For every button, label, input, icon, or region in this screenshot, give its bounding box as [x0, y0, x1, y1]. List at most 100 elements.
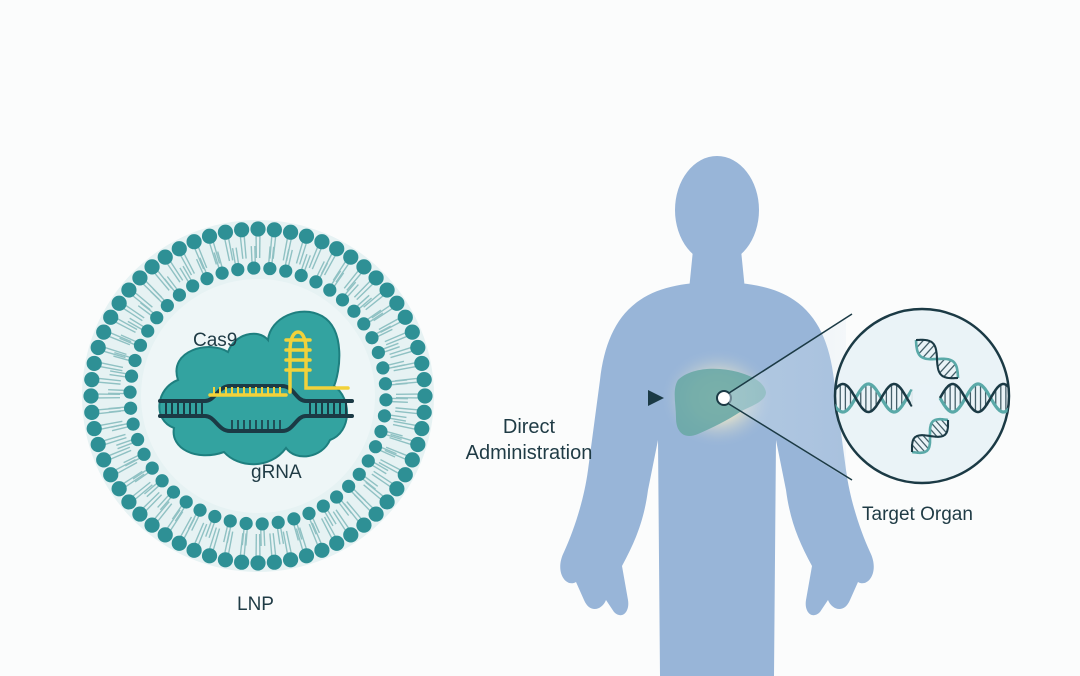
dna-helix-cut	[910, 338, 960, 455]
target-point	[716, 390, 732, 406]
lipid-molecule	[90, 433, 127, 453]
arrow-right-icon	[445, 390, 664, 406]
lipid-molecule	[395, 388, 433, 404]
lipid-molecule	[266, 533, 282, 570]
helix-base-pair	[934, 419, 947, 434]
lipid-molecule	[186, 522, 208, 558]
lipid-molecule	[250, 533, 266, 571]
lipid-molecule	[157, 509, 184, 543]
lipid-molecule	[127, 317, 155, 338]
lipid-inner-layer	[108, 246, 408, 546]
lipid-molecule	[132, 491, 163, 522]
lipid-molecule	[187, 503, 207, 531]
lipid-molecule	[108, 385, 137, 399]
lipid-molecule	[378, 458, 413, 483]
lipid-molecule	[217, 224, 234, 262]
lipid-molecule	[316, 499, 337, 527]
lipid-molecule	[343, 259, 372, 291]
lipid-molecule	[342, 479, 366, 504]
lipid-molecule	[103, 309, 138, 334]
lipid-molecule	[282, 530, 299, 568]
grna-base-pairs	[213, 387, 281, 395]
lipid-molecule	[389, 433, 426, 453]
dna-base-pairs	[165, 402, 347, 430]
lipid-molecule	[384, 324, 420, 346]
lipid-molecule	[113, 351, 142, 368]
magnified-dna-icon	[833, 307, 1011, 485]
lipid-molecule	[352, 467, 379, 490]
lipid-molecule	[157, 249, 184, 283]
helix-base-pair	[916, 435, 929, 450]
lipid-molecule	[255, 517, 269, 546]
lipid-molecule	[384, 446, 420, 468]
helix-base-pair	[937, 358, 946, 368]
lipid-molecule	[108, 401, 138, 415]
lipid-molecule	[109, 369, 139, 383]
lipid-molecule	[119, 334, 148, 352]
dna-bottom-strand	[158, 414, 354, 433]
helix-strand	[938, 382, 1009, 414]
lipid-molecule	[320, 516, 345, 551]
cut-site	[910, 384, 938, 412]
lipid-molecule	[239, 516, 253, 546]
helix-strand	[835, 382, 914, 414]
helix-base-pair	[928, 350, 937, 360]
helix-base-pair	[939, 359, 952, 374]
helix-base-pair	[913, 438, 926, 453]
lipid-molecule	[205, 509, 222, 539]
lipid-molecule	[329, 490, 353, 516]
lipid-molecule	[323, 270, 345, 297]
lipid-molecule	[361, 454, 389, 475]
lipid-molecule	[368, 440, 397, 458]
lipid-molecule	[195, 257, 214, 286]
lipid-molecule	[84, 372, 121, 388]
lipid-molecule	[295, 228, 315, 265]
lipid-molecule	[376, 360, 405, 375]
lipid-molecule	[378, 377, 408, 391]
lipid-molecule	[90, 339, 127, 359]
lipid-molecule	[309, 261, 329, 289]
lipid-molecule	[335, 281, 359, 307]
helix-strand	[835, 382, 914, 414]
lipid-molecule	[123, 447, 151, 467]
lipid-molecule	[137, 302, 164, 325]
lipid-molecule	[234, 533, 250, 570]
lipid-molecule	[271, 515, 285, 545]
zoom-line-bottom	[728, 403, 853, 481]
lipid-molecule	[150, 288, 174, 313]
lipid-molecule	[287, 512, 303, 541]
lipid-molecule	[371, 295, 405, 322]
lipid-molecule	[234, 222, 250, 259]
administration-line-1: Direct	[502, 416, 556, 438]
lipid-molecule	[163, 276, 187, 302]
helix-base-pair	[949, 369, 958, 379]
target-organ-label: Target Organ	[862, 504, 973, 525]
helix-base-pair	[943, 363, 956, 378]
lipid-molecule	[377, 409, 407, 423]
lipid-molecule	[294, 253, 311, 283]
cas9-label: Cas9	[193, 330, 238, 351]
lipid-molecule	[179, 265, 200, 293]
lipid-molecule	[371, 342, 400, 360]
lipid-molecule	[332, 249, 359, 283]
lipid-molecule	[144, 501, 173, 533]
lipid-molecule	[83, 388, 121, 404]
lipid-molecule	[379, 393, 408, 407]
helix-base-pair	[931, 422, 944, 437]
lipid-molecule	[395, 404, 432, 420]
lipid-molecule	[96, 324, 132, 346]
administration-line-2: Administration	[465, 442, 593, 464]
lipid-molecule	[96, 446, 132, 468]
cas9-grna-complex-icon	[158, 310, 354, 466]
lipid-molecule	[279, 249, 293, 278]
helix-base-pair	[916, 339, 925, 349]
lipid-molecule	[250, 221, 266, 259]
lipid-molecule	[266, 222, 282, 259]
lipid-molecule	[186, 234, 208, 270]
lipid-molecule	[302, 506, 321, 535]
helix-strand	[916, 338, 958, 380]
lipid-molecule	[371, 470, 405, 497]
lipid-molecule	[347, 294, 373, 318]
lipid-molecule	[213, 251, 229, 280]
